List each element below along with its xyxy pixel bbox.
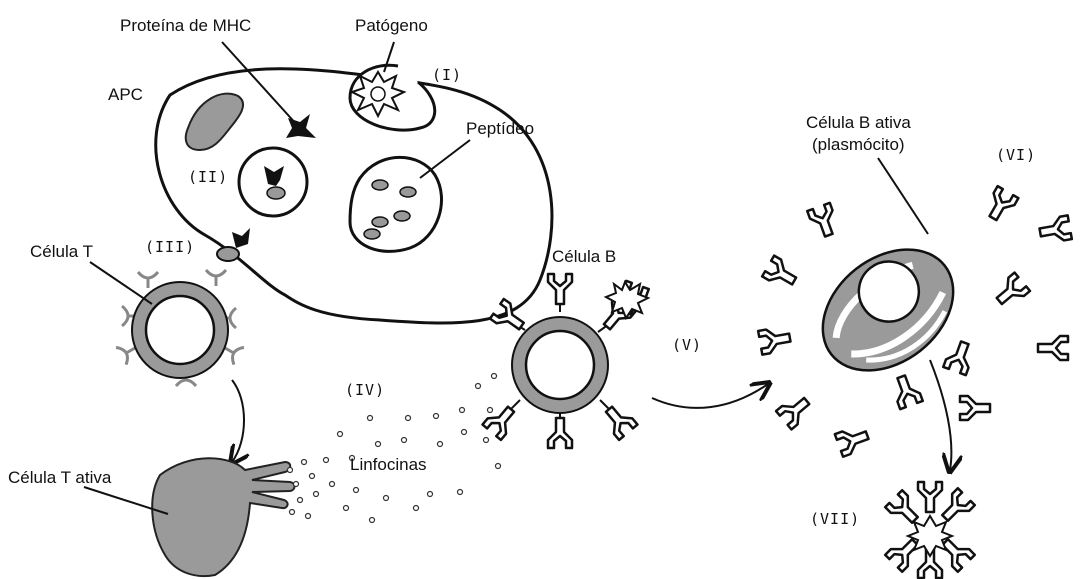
label-peptide: Peptídeo — [466, 119, 534, 138]
label-active-b-2: (plasmócito) — [812, 135, 905, 154]
vesicle-ii — [239, 148, 307, 216]
label-t-cell: Célula T — [30, 242, 93, 261]
step-iv: (IV) — [345, 381, 385, 399]
arrow-agglutination — [930, 360, 951, 470]
leader-t-cell — [90, 262, 152, 304]
label-b-cell: Célula B — [552, 247, 616, 266]
immune-complex — [885, 482, 975, 578]
label-apc: APC — [108, 85, 143, 104]
active-t-cell — [152, 458, 294, 576]
step-vi: (VI) — [996, 146, 1036, 164]
step-i: (I) — [432, 66, 462, 84]
b-cell — [483, 274, 649, 448]
label-pathogen: Patógeno — [355, 16, 428, 35]
label-mhc: Proteína de MHC — [120, 16, 251, 35]
label-active-b-1: Célula B ativa — [806, 113, 911, 132]
lymphokine-dots — [288, 374, 501, 523]
arrow-activation — [232, 380, 244, 462]
label-active-t: Célula T ativa — [8, 468, 112, 487]
step-iii: (III) — [145, 238, 195, 256]
leader-plasma — [878, 158, 928, 234]
step-v: (V) — [672, 336, 702, 354]
step-ii: (II) — [188, 168, 228, 186]
plasma-cell — [799, 225, 977, 396]
arrow-differentiation — [652, 384, 768, 408]
label-lymphokines: Linfocinas — [350, 455, 427, 474]
t-cell — [116, 270, 244, 386]
step-vii: (VII) — [810, 510, 860, 528]
